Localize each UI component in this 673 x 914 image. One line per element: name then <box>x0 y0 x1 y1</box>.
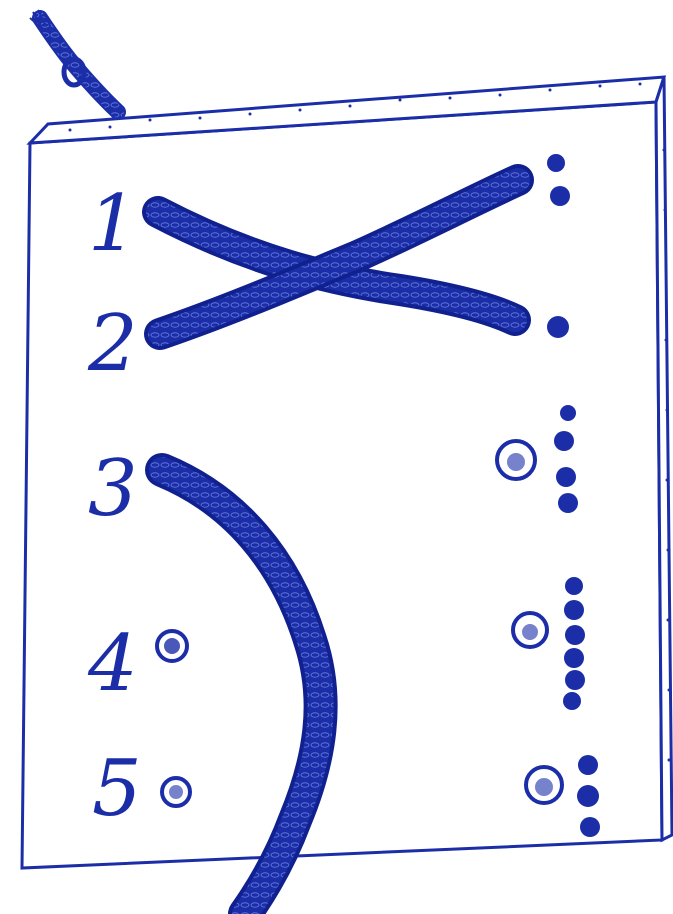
row5-small-dot <box>580 817 600 837</box>
row2-small-dot <box>547 316 569 338</box>
row5-small-dot <box>578 755 598 775</box>
row3-small-dot <box>556 467 576 487</box>
row4-small-dot <box>565 625 585 645</box>
row4-small-dot <box>565 577 583 595</box>
row-number-3: 3 <box>88 444 138 534</box>
row4-small-dot <box>563 692 581 710</box>
row-number-1: 1 <box>88 179 138 269</box>
row1-small-dot <box>547 154 565 172</box>
row-number-5: 5 <box>92 744 142 834</box>
row5-small-dot <box>577 785 599 807</box>
row3-small-dot <box>558 493 578 513</box>
row-number-4: 4 <box>87 619 138 709</box>
row1-small-dot <box>550 186 570 206</box>
row4-small-dot <box>564 648 584 668</box>
row-number-2: 2 <box>87 299 138 389</box>
row3-small-dot <box>560 405 576 421</box>
row3-small-dot <box>554 431 574 451</box>
knotted-rope-icon <box>30 10 118 112</box>
row4-small-dot <box>564 600 584 620</box>
row4-small-dot <box>565 670 585 690</box>
